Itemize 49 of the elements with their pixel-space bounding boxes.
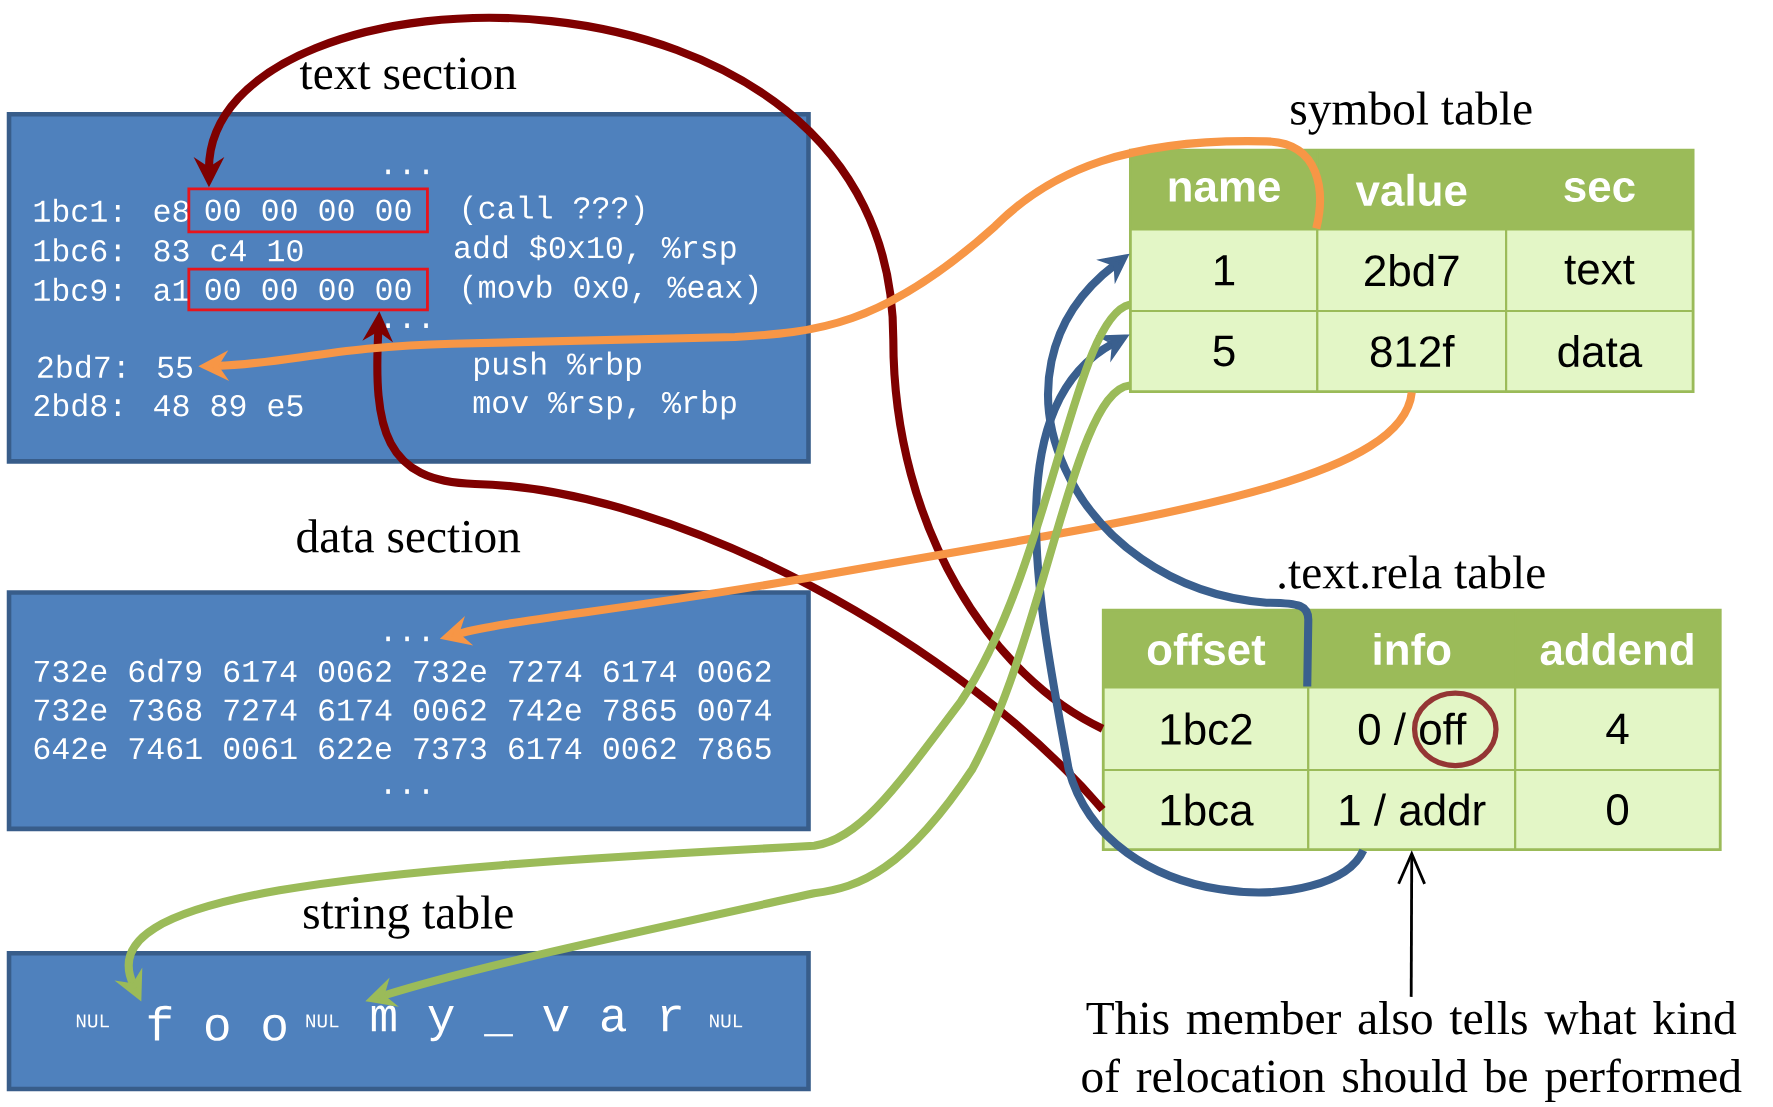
column-header: sec (1505, 149, 1694, 231)
code-text: (movb 0x0, %eax) (463, 274, 758, 305)
section-heading: data section (297, 519, 521, 553)
null-char: NUL (76, 1014, 109, 1028)
section-heading: string table (304, 895, 513, 939)
ellipsis: ... (386, 323, 428, 328)
table-cell: 812f (1316, 309, 1508, 393)
table-cell: 1bca (1102, 769, 1310, 851)
highlight-box: 00 00 00 00 (187, 267, 429, 312)
table-cell: 1 / addr (1307, 769, 1517, 851)
null-char: NUL (306, 1014, 339, 1028)
code-text: 2bd7: 55 (38, 354, 193, 378)
hex-row: 732e 6d79 6174 0062 732e 7274 6174 0062 (34, 658, 771, 683)
code-text: add $0x10, %rsp (455, 235, 736, 265)
table-heading: symbol table (1291, 91, 1532, 135)
null-char: NUL (710, 1014, 743, 1028)
leader-line (1397, 850, 1426, 997)
section-heading: text section (299, 57, 517, 90)
code-text: 1bc1: e8 (34, 198, 189, 222)
ellipsis: ... (386, 636, 428, 642)
code-text: 2bd8: 48 89 e5 (34, 393, 303, 417)
table-cell: 1 (1129, 228, 1319, 313)
ellipsis: ... (386, 169, 428, 175)
table-cell: text (1505, 228, 1694, 313)
column-header: info (1307, 609, 1517, 689)
code-text: (call ???) (463, 195, 644, 226)
code-text: 1bc6: 83 c4 10 (34, 238, 303, 262)
table-cell: 1bc2 (1102, 686, 1310, 772)
table-cell: data (1505, 309, 1694, 393)
string-text: m y _ v a r (371, 1005, 681, 1042)
code-text: 1bc9: a1 (34, 277, 190, 302)
hex-row: 732e 7368 7274 6174 0062 742e 7865 0074 (34, 699, 771, 721)
code-text: push %rbp (475, 351, 641, 382)
arrow (1032, 334, 1367, 897)
table-cell: 5 (1129, 309, 1319, 393)
table-cell: 4 (1514, 686, 1721, 772)
highlight-box: 00 00 00 00 (187, 187, 429, 234)
column-header: name (1129, 149, 1319, 231)
code-text: mov %rsp, %rbp (473, 390, 736, 420)
hex-row: 642e 7461 0061 622e 7373 6174 0062 7865 (34, 737, 771, 760)
annotation-text: This member also tells what kind of relocation should be performed (1082, 1001, 1742, 1103)
column-header: addend (1514, 609, 1721, 689)
table-cell: 0 (1514, 769, 1721, 851)
column-header: offset (1102, 609, 1310, 689)
string-text: f o o (148, 1005, 286, 1041)
table-cell: 2bd7 (1316, 228, 1508, 313)
column-header: value (1316, 149, 1508, 231)
ellipsis: ... (386, 789, 428, 794)
table-heading: .text.rela table (1279, 555, 1545, 589)
